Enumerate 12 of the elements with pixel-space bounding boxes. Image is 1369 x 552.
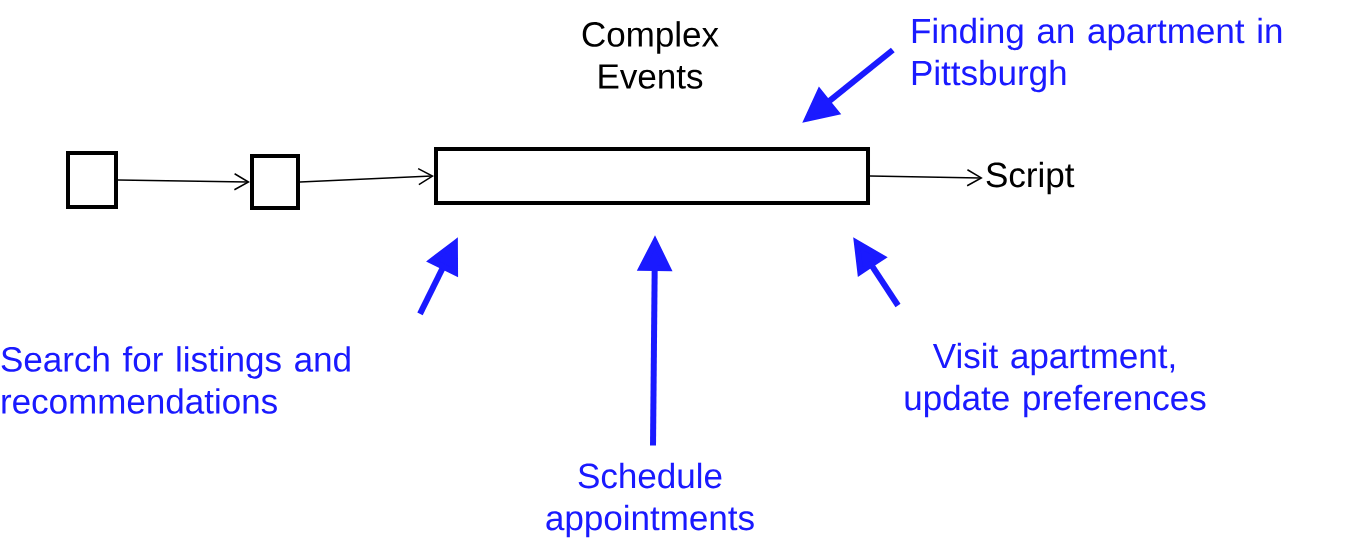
annotation-text: Visit apartment, update preferences xyxy=(905,342,1206,418)
annotation-text: Finding an apartment in Pittsburgh xyxy=(912,17,1282,93)
empty-box xyxy=(434,147,870,205)
arrow xyxy=(299,167,434,186)
arrow xyxy=(117,173,250,191)
arrow xyxy=(869,169,983,187)
script-label: Script xyxy=(986,161,1075,195)
empty-box xyxy=(250,154,300,210)
annotation-text: Schedule appointments xyxy=(546,462,754,538)
empty-box xyxy=(66,151,118,209)
annotation-text: Search for listings and recommendations xyxy=(1,346,350,414)
heading-text: Complex Events xyxy=(582,21,719,89)
